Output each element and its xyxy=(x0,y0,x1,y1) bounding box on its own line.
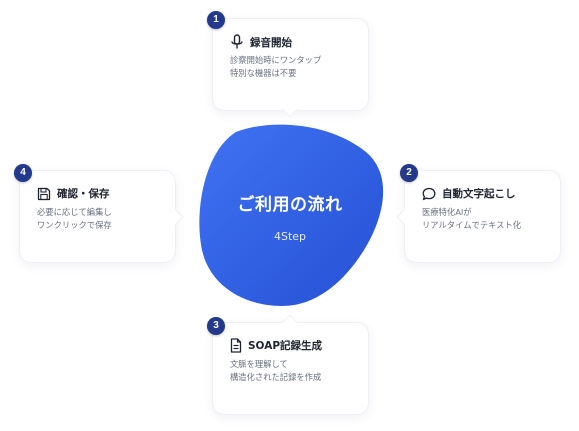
step-number-badge: 4 xyxy=(14,164,32,182)
center-subtitle: 4Step xyxy=(273,230,307,243)
step-title: 自動文字起こし xyxy=(442,188,516,200)
center-blob-shape xyxy=(199,124,384,306)
step-title: 確認・保存 xyxy=(57,188,110,200)
step-number-badge: 3 xyxy=(207,317,225,335)
step-desc-line: ワンクリックで保存 xyxy=(37,220,112,230)
step-card-1: 録音開始 診察開始時にワンタップ 特別な機器は不要 xyxy=(212,18,369,118)
step-desc-line: 必要に応じて編集し xyxy=(37,207,112,217)
step-number-badge: 2 xyxy=(400,164,418,182)
document-icon xyxy=(230,338,242,353)
step-desc-line: リアルタイムでテキスト化 xyxy=(422,220,522,230)
step-title: 録音開始 xyxy=(250,36,292,49)
step-card-2: 自動文字起こし 医療特化AIが リアルタイムでテキスト化 xyxy=(396,170,561,263)
step-desc-line: 文脈を理解して xyxy=(230,359,288,369)
step-title: SOAP記録生成 xyxy=(248,340,323,352)
center-hub: ご利用の流れ 4Step xyxy=(196,122,384,308)
step-card-4: 確認・保存 必要に応じて編集し ワンクリックで保存 xyxy=(19,170,184,263)
step-desc-line: 特別な機器は不要 xyxy=(230,68,297,78)
chat-bubble-icon xyxy=(422,187,436,200)
step-desc-line: 構造化された記録を作成 xyxy=(230,372,322,382)
step-desc-line: 診察開始時にワンタップ xyxy=(230,55,322,65)
step-desc-line: 医療特化AIが xyxy=(422,207,472,217)
microphone-icon xyxy=(231,34,243,49)
center-title: ご利用の流れ xyxy=(237,195,343,215)
step-number-badge: 1 xyxy=(207,11,225,29)
step-card-3: SOAP記録生成 文脈を理解して 構造化された記録を作成 xyxy=(212,314,369,415)
save-icon xyxy=(37,187,51,200)
